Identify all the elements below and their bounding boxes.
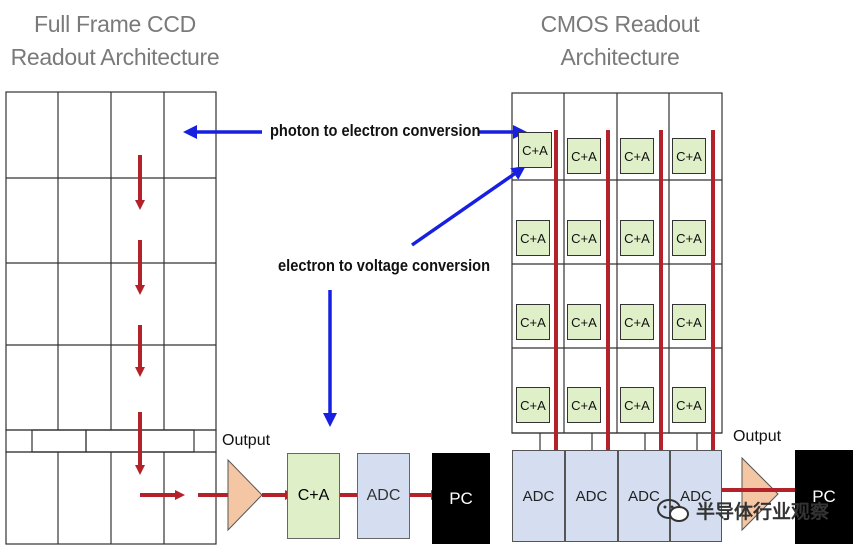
ca-label: C+A <box>571 397 597 413</box>
cmos-adc-2: ADC <box>565 450 618 542</box>
blue-arrows <box>183 125 527 427</box>
ca-label: C+A <box>571 230 597 246</box>
cmos-ca-r1-c2: C+A <box>567 138 601 174</box>
cmos-title-line-2: Architecture <box>560 44 680 70</box>
cmos-ca-r2-c1: C+A <box>516 220 550 256</box>
cmos-output-amplifier <box>741 456 779 532</box>
ca-label: C+A <box>520 397 546 413</box>
ca-label: C+A <box>676 397 702 413</box>
cmos-ca-r1-c1: C+A <box>518 132 552 168</box>
ccd-adc-label: ADC <box>366 487 401 504</box>
cmos-ca-r3-c1: C+A <box>516 304 550 340</box>
ca-label: C+A <box>571 314 597 330</box>
cmos-column-arrows <box>551 130 718 475</box>
ccd-output-label: Output <box>222 432 271 449</box>
cmos-ca-r4-c4: C+A <box>672 387 706 423</box>
cmos-adc-1: ADC <box>512 450 565 542</box>
ccd-pc-label: PC <box>449 488 473 508</box>
ccd-adc-box: ADC <box>357 453 410 539</box>
cmos-title: CMOS Readout Architecture <box>520 8 720 74</box>
voltage-conversion-label: electron to voltage conversion <box>278 256 491 275</box>
ccd-pixel-grid <box>5 91 217 431</box>
ca-label: C+A <box>624 148 650 164</box>
ca-label: C+A <box>520 230 546 246</box>
cmos-ca-r3-c2: C+A <box>567 304 601 340</box>
adc-label: ADC <box>522 487 555 505</box>
cmos-ca-r4-c1: C+A <box>516 387 550 423</box>
ccd-connector-strip <box>5 429 217 453</box>
cmos-adc-4: ADC <box>670 450 722 542</box>
cmos-ca-r3-c4: C+A <box>672 304 706 340</box>
watermark-text: 半导体行业观察 <box>695 502 829 523</box>
ca-label: C+A <box>624 230 650 246</box>
ca-label: C+A <box>676 230 702 246</box>
ccd-output-amplifier <box>227 458 263 532</box>
cmos-title-line-1: CMOS Readout <box>540 11 700 37</box>
cmos-ca-r2-c3: C+A <box>620 220 654 256</box>
ccd-charge-amp-label: C+A <box>297 487 330 504</box>
ccd-charge-amp-box: C+A <box>287 453 340 539</box>
cmos-ca-r3-c3: C+A <box>620 304 654 340</box>
cmos-ca-r4-c2: C+A <box>567 387 601 423</box>
ca-label: C+A <box>676 148 702 164</box>
cmos-connector-stubs <box>512 432 722 450</box>
ca-label: C+A <box>520 314 546 330</box>
cmos-ca-r1-c3: C+A <box>620 138 654 174</box>
ccd-title: Full Frame CCD Readout Architecture <box>10 8 220 74</box>
ca-label: C+A <box>522 142 548 158</box>
adc-label: ADC <box>628 487 660 505</box>
ca-label: C+A <box>571 148 597 164</box>
ccd-pc-box: PC <box>432 453 490 544</box>
cmos-ca-r4-c3: C+A <box>620 387 654 423</box>
cmos-pc-label: PC <box>812 487 836 506</box>
cmos-ca-r1-c4: C+A <box>672 138 706 174</box>
cmos-adc-3: ADC <box>618 450 670 542</box>
ccd-title-line-2: Readout Architecture <box>10 44 220 70</box>
adc-label: ADC <box>680 487 712 505</box>
ca-label: C+A <box>624 314 650 330</box>
ca-label: C+A <box>624 397 650 413</box>
ca-label: C+A <box>676 314 702 330</box>
adc-label: ADC <box>575 487 608 505</box>
cmos-ca-r2-c4: C+A <box>672 220 706 256</box>
photon-conversion-label: photon to electron conversion <box>270 121 481 140</box>
wechat-icon <box>656 498 689 522</box>
cmos-ca-r2-c2: C+A <box>567 220 601 256</box>
watermark: 半导体行业观察 <box>656 497 829 524</box>
ccd-title-line-1: Full Frame CCD <box>34 11 196 37</box>
ccd-serial-register <box>5 451 217 545</box>
cmos-pc-box: PC <box>795 450 853 544</box>
cmos-output-label: Output <box>733 428 782 445</box>
